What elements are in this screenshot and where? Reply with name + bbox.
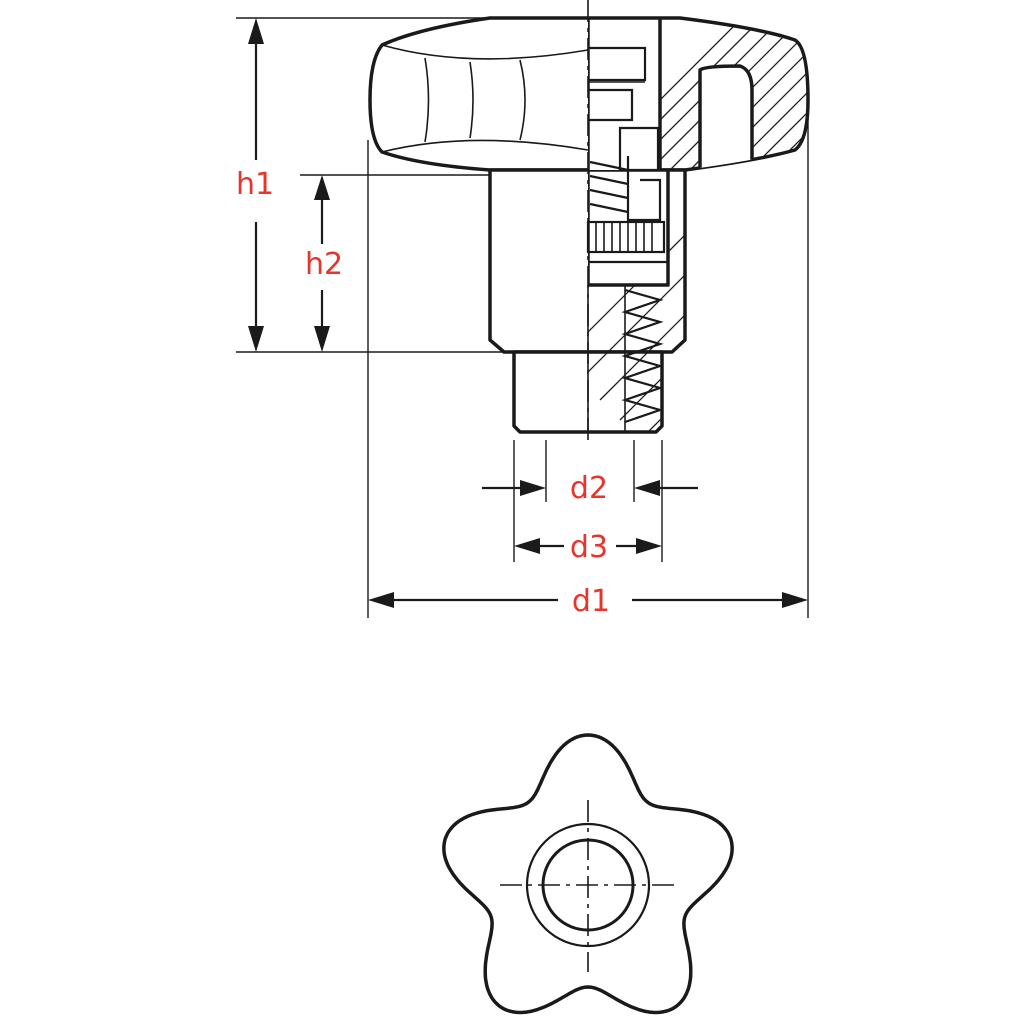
h1-label: h1 — [236, 167, 274, 202]
d2-dimension — [482, 480, 698, 496]
d2-label: d2 — [570, 471, 608, 506]
d1-dimension — [368, 592, 808, 608]
d3-dimension — [514, 538, 662, 554]
h1-dimension — [248, 18, 264, 352]
dimension-lines: h1 h2 d2 d3 d1 — [236, 17, 809, 619]
top-view — [442, 733, 734, 1015]
head-section-hatch — [588, 18, 808, 170]
h2-dimension — [314, 175, 330, 352]
d1-label: d1 — [572, 584, 610, 619]
side-view — [368, 0, 810, 440]
knob-lobe-contours — [381, 44, 589, 153]
d3-label: d3 — [570, 530, 608, 565]
h2-label: h2 — [305, 247, 343, 282]
